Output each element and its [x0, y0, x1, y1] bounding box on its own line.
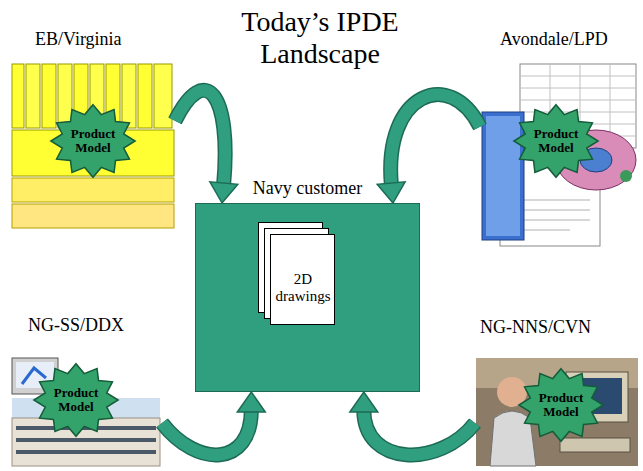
site-heading: NG-SS/DDX — [28, 316, 124, 336]
site-group: NG-NNS/CVNProduct Model — [475, 357, 638, 467]
drawing-stack: 2D drawings — [270, 234, 336, 324]
starburst-label: Product Model — [47, 386, 105, 415]
arrow-body — [162, 410, 251, 455]
arrow-body — [175, 90, 225, 185]
arrow-outline — [175, 90, 225, 185]
stack-layer — [12, 178, 174, 202]
starburst-label: Product Model — [64, 127, 122, 156]
starburst-node: Product Model — [33, 363, 119, 437]
blue-panel — [482, 112, 524, 240]
site-group: NG-SS/DDXProduct Model — [12, 357, 162, 467]
arrow-outline — [364, 410, 475, 455]
stack-slab — [154, 64, 172, 128]
keyboard — [560, 438, 630, 452]
photo-ground — [476, 358, 638, 466]
documents-illustration — [482, 64, 636, 246]
stack-slab — [42, 64, 56, 128]
arrow-head — [210, 182, 238, 203]
arrow-head — [377, 182, 405, 203]
drawing-sheet — [271, 235, 335, 325]
customer-heading: Navy customer — [253, 179, 362, 199]
site-group: Avondale/LPDProduct Model — [480, 62, 640, 247]
curved-arrow — [377, 95, 480, 203]
arrow-head — [350, 392, 378, 412]
blue-panel-face — [486, 116, 520, 236]
stack-slab — [122, 64, 136, 128]
stack-slab — [58, 64, 72, 128]
stack-slab — [12, 64, 24, 128]
starburst-outline — [34, 364, 118, 437]
engineer-photo — [476, 358, 638, 466]
site-heading: Avondale/LPD — [500, 30, 608, 50]
stack-slab — [26, 64, 40, 128]
starburst-outline — [51, 105, 135, 178]
stack-slab — [138, 64, 152, 128]
site-heading: NG-NNS/CVN — [480, 318, 591, 338]
building-windows — [16, 428, 156, 452]
drawing-label: 2D drawings — [273, 271, 333, 306]
arrow-body — [364, 410, 475, 455]
site-group: EB/VirginiaProduct Model — [10, 62, 175, 230]
arrow-head — [237, 392, 265, 412]
application-stack — [12, 64, 174, 228]
curved-arrow — [175, 90, 238, 203]
arrow-outline — [391, 95, 480, 186]
starburst-node: Product Model — [50, 104, 136, 178]
starburst-outline — [519, 369, 603, 442]
curved-arrow — [350, 392, 475, 455]
starburst-outline — [514, 105, 598, 178]
starburst-node: Product Model — [513, 104, 599, 178]
arrow-outline — [162, 410, 251, 455]
starburst-label: Product Model — [532, 391, 590, 420]
diagram-title: Today’s IPDE Landscape — [215, 6, 425, 70]
customer-box: Navy customer2D drawings — [195, 203, 420, 392]
building-photo — [12, 358, 160, 466]
starburst-label: Product Model — [527, 127, 585, 156]
site-heading: EB/Virginia — [35, 30, 122, 50]
starburst-node: Product Model — [518, 368, 604, 442]
curved-arrow — [162, 392, 265, 455]
cad-part-bolt — [620, 170, 632, 182]
arrow-body — [391, 95, 480, 186]
stack-layer — [12, 204, 174, 228]
